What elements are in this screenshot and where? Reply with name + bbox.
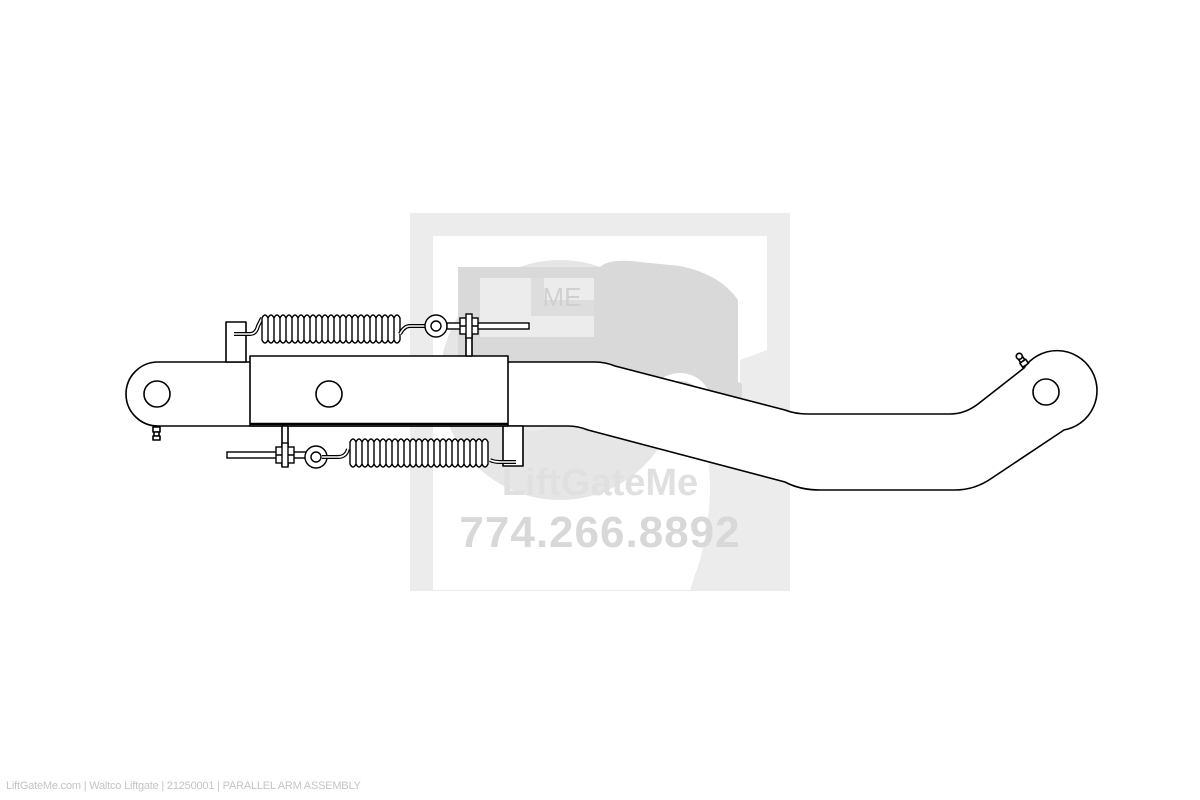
upper-extension-spring xyxy=(234,313,530,344)
grease-fitting-left xyxy=(152,426,161,441)
grease-fitting-right xyxy=(1015,352,1030,369)
spring-housing-block xyxy=(249,355,509,427)
footer-caption: LiftGateMe.com | Waltco Liftgate | 21250… xyxy=(6,780,361,792)
watermark-me-text: ME xyxy=(543,282,582,312)
lower-extension-spring xyxy=(226,438,516,469)
parallel-arm-assembly xyxy=(125,317,1098,491)
upper-spring-bracket xyxy=(225,321,247,363)
right-pivot-hole xyxy=(1032,378,1060,406)
left-pivot-hole xyxy=(143,380,171,408)
center-pivot-hole xyxy=(315,380,343,408)
lower-spring-bracket xyxy=(502,425,524,467)
